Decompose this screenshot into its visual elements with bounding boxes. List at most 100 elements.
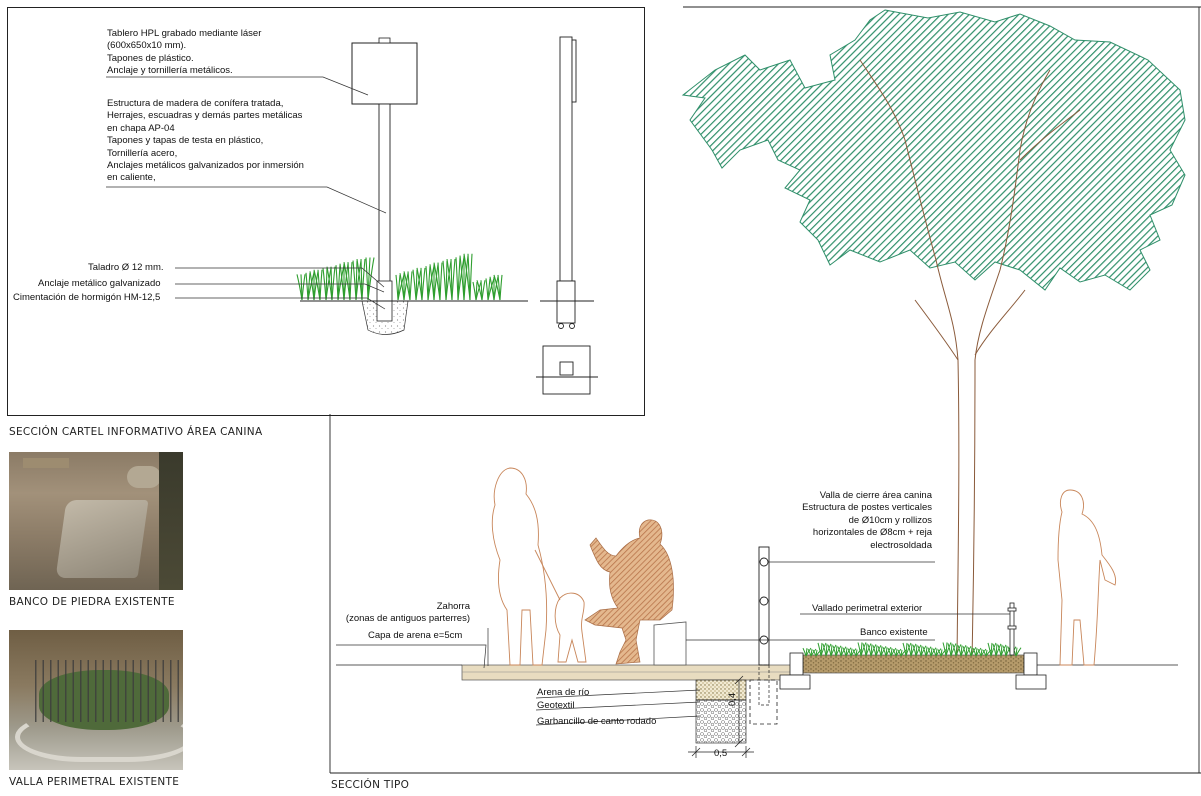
grass-blade	[895, 648, 902, 657]
grass-blade	[935, 648, 942, 657]
sign-anchor-base	[376, 300, 393, 322]
grass-blade	[995, 643, 1002, 657]
grass-blade	[485, 278, 489, 301]
grass-blade	[433, 264, 439, 301]
grass-blade	[920, 645, 927, 657]
drainage-trench	[695, 679, 747, 744]
grass-blade	[810, 648, 817, 657]
timber-sand-layer	[461, 664, 796, 681]
photo-bench-back	[127, 466, 161, 488]
sand-layer-label: Capa de arena e=5cm	[368, 630, 463, 641]
grass-blade	[910, 643, 917, 657]
grass-blade	[940, 649, 947, 657]
outer-fence-label: Vallado perimetral exterior	[812, 603, 923, 614]
fence-post	[749, 546, 778, 725]
grass-blade	[890, 647, 897, 657]
silhouette-woman-with-dog	[491, 467, 587, 666]
silhouette-standing-person	[1057, 489, 1117, 666]
grass-blade	[990, 642, 997, 657]
grass-blade	[805, 647, 812, 657]
grass-blade	[930, 647, 937, 657]
grass-blade	[820, 642, 827, 657]
sign-anchor-note: Anclaje metálico galvanizado	[38, 278, 161, 289]
silhouette-seated-person	[584, 519, 674, 665]
sign-post-anchor	[376, 280, 393, 302]
dimensions	[688, 675, 754, 758]
curb-left	[789, 652, 804, 676]
grass-blade	[860, 642, 867, 657]
tree-trunk	[859, 59, 1081, 661]
grass-blade	[361, 259, 366, 301]
grass-blade	[1015, 647, 1022, 657]
grass-blade	[825, 643, 832, 657]
sign-post	[378, 103, 391, 301]
geotextile-label: Geotextil	[537, 700, 575, 711]
photo-stone-bench	[9, 452, 183, 590]
grass-blade	[349, 262, 353, 301]
section-leaders	[336, 561, 1010, 726]
grass-blade	[985, 649, 992, 657]
photo-bench-stone	[55, 500, 149, 578]
sign-leaders	[106, 76, 387, 310]
grass-blade	[870, 644, 877, 657]
outer-perimeter-fence	[1007, 602, 1017, 656]
grass-blade	[945, 642, 952, 657]
grass-blade	[319, 269, 323, 301]
sign-side-elevation	[540, 36, 594, 329]
tree-canopy	[681, 9, 1186, 291]
grass-blade	[840, 646, 847, 657]
grass-blade	[817, 642, 822, 657]
bed-grass	[802, 642, 1022, 657]
grass-blade	[845, 647, 852, 657]
grass-blade	[855, 649, 862, 657]
grass-blade	[335, 265, 339, 301]
grass-blade	[367, 257, 375, 301]
grass-blade	[331, 266, 336, 301]
photo-fence-curb	[15, 712, 183, 762]
grass-blade	[493, 276, 499, 301]
grass-blade	[352, 260, 357, 301]
grass-blade	[442, 260, 447, 301]
photo-perimeter-fence	[9, 630, 183, 770]
river-sand-label: Arena de río	[537, 687, 590, 698]
sign-section-panel	[7, 7, 645, 416]
curb-right-footing	[1015, 674, 1047, 690]
sign-grass	[296, 253, 503, 301]
grass-blade	[830, 644, 837, 657]
grass-blade	[915, 644, 922, 657]
grass-blade	[481, 280, 486, 301]
planting-bed	[802, 654, 1025, 674]
grass-blade	[885, 646, 892, 657]
grass-blade	[455, 257, 459, 301]
grass-blade	[880, 645, 887, 657]
bench	[653, 621, 687, 666]
sign-section-caption: SECCIÓN CARTEL INFORMATIVO ÁREA CANINA	[9, 426, 263, 438]
grass-blade	[1000, 644, 1007, 657]
grass-blade	[412, 269, 417, 301]
zahorra-label: Zahorra (zonas de antiguos parterres)	[345, 601, 470, 625]
photo-bench-distant	[23, 458, 69, 468]
grass-blade	[403, 273, 409, 301]
grass-blade	[875, 645, 882, 657]
grass-blade	[463, 255, 469, 301]
grass-blade	[960, 645, 967, 657]
grass-blade	[950, 643, 957, 657]
grass-blade	[902, 642, 907, 657]
grass-blade	[815, 649, 822, 657]
photo-hedge	[159, 452, 183, 590]
grass-blade	[857, 642, 862, 657]
grass-blade	[499, 274, 503, 301]
grass-blade	[439, 262, 443, 301]
grass-blade	[305, 272, 309, 301]
sign-foundation-note: Cimentación de hormigón HM-12,5	[13, 292, 161, 303]
curb-right	[1023, 652, 1038, 676]
curb-left-footing	[779, 674, 811, 690]
typical-section-caption: SECCIÓN TIPO	[331, 779, 410, 791]
section-frame	[329, 6, 1201, 774]
grass-blade	[365, 257, 369, 301]
grass-blade	[301, 274, 306, 301]
grass-blade	[421, 267, 426, 301]
grass-blade	[425, 266, 429, 301]
grass-blade	[955, 644, 962, 657]
